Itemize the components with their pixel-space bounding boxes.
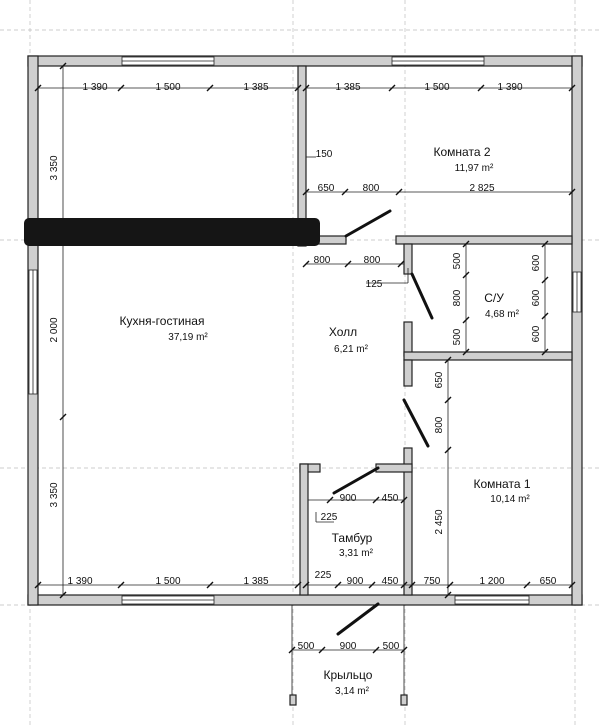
dimension-lines xyxy=(38,66,572,651)
room-name-hall: Холл xyxy=(329,325,357,339)
dim-label: 500 xyxy=(383,641,400,652)
dim-label: 650 xyxy=(318,183,335,194)
dim-label: 1 390 xyxy=(82,82,107,93)
redaction-bar xyxy=(24,218,320,246)
window-top-right xyxy=(391,56,485,66)
dim-label: 800 xyxy=(314,255,331,266)
window-top-left xyxy=(121,56,215,66)
dim-label: 650 xyxy=(540,576,557,587)
dim-label: 500 xyxy=(452,252,463,269)
room-area-room2: 11,97 m² xyxy=(455,163,494,174)
dim-label: 225 xyxy=(321,512,338,523)
dim-label: 1 500 xyxy=(155,576,180,587)
dim-label: 800 xyxy=(364,255,381,266)
dim-label: 3 350 xyxy=(49,482,60,507)
room-name-room2: Комната 2 xyxy=(434,145,491,159)
room-area-bath: 4,68 m² xyxy=(485,309,520,320)
dim-label: 800 xyxy=(363,183,380,194)
dimension-labels: 1 390 1 500 1 385 1 385 1 500 1 390 1 39… xyxy=(49,82,557,652)
door-tambour xyxy=(332,466,380,495)
room-area-tambour: 3,31 m² xyxy=(339,548,374,559)
window-bottom-right xyxy=(454,595,530,605)
dim-label: 1 500 xyxy=(424,82,449,93)
walls xyxy=(27,55,583,606)
room-name-kitchen: Кухня-гостиная xyxy=(120,314,205,328)
dim-label: 800 xyxy=(434,416,445,433)
door-room1 xyxy=(402,398,430,448)
room-area-porch: 3,14 m² xyxy=(335,686,370,697)
room-name-tambour: Тамбур xyxy=(332,531,373,545)
room-name-room1: Комната 1 xyxy=(474,477,531,491)
dim-label: 1 390 xyxy=(497,82,522,93)
dim-label: 1 385 xyxy=(335,82,360,93)
doors xyxy=(332,209,434,636)
dim-label: 2 000 xyxy=(49,317,60,342)
dim-label: 450 xyxy=(382,576,399,587)
porch-outline xyxy=(289,605,408,706)
dim-label: 900 xyxy=(340,493,357,504)
dim-label: 750 xyxy=(424,576,441,587)
dim-label: 2 825 xyxy=(469,183,494,194)
dim-label: 1 500 xyxy=(155,82,180,93)
dim-label: 225 xyxy=(315,570,332,581)
dim-label: 1 390 xyxy=(67,576,92,587)
dim-label: 1 200 xyxy=(479,576,504,587)
window-bath xyxy=(572,271,582,313)
dim-label: 900 xyxy=(340,641,357,652)
dim-label: 3 350 xyxy=(49,155,60,180)
room-labels: Кухня-гостиная 37,19 m² Комната 2 11,97 … xyxy=(120,145,531,697)
dim-label: 600 xyxy=(531,289,542,306)
door-room2 xyxy=(344,209,392,238)
dim-label: 500 xyxy=(452,328,463,345)
dim-label: 150 xyxy=(316,149,333,160)
dim-label: 600 xyxy=(531,254,542,271)
dim-label: 1 385 xyxy=(243,82,268,93)
window-left xyxy=(28,269,38,395)
room-name-porch: Крыльцо xyxy=(324,668,373,682)
room-area-kitchen: 37,19 m² xyxy=(168,332,208,343)
dim-label: 2 450 xyxy=(434,509,445,534)
dimension-ticks xyxy=(34,62,576,654)
room-area-hall: 6,21 m² xyxy=(334,344,369,355)
room-area-room1: 10,14 m² xyxy=(490,494,530,505)
dim-label: 800 xyxy=(452,289,463,306)
dim-label: 125 xyxy=(366,279,383,290)
dim-label: 450 xyxy=(382,493,399,504)
dim-label: 1 385 xyxy=(243,576,268,587)
window-bottom-left xyxy=(121,595,215,605)
dim-label: 650 xyxy=(434,371,445,388)
door-entrance xyxy=(336,602,380,636)
dim-label: 500 xyxy=(298,641,315,652)
room-name-bath: С/У xyxy=(484,291,504,305)
windows xyxy=(28,56,582,605)
door-bathroom xyxy=(410,272,434,320)
dim-label: 900 xyxy=(347,576,364,587)
dim-label: 600 xyxy=(531,325,542,342)
